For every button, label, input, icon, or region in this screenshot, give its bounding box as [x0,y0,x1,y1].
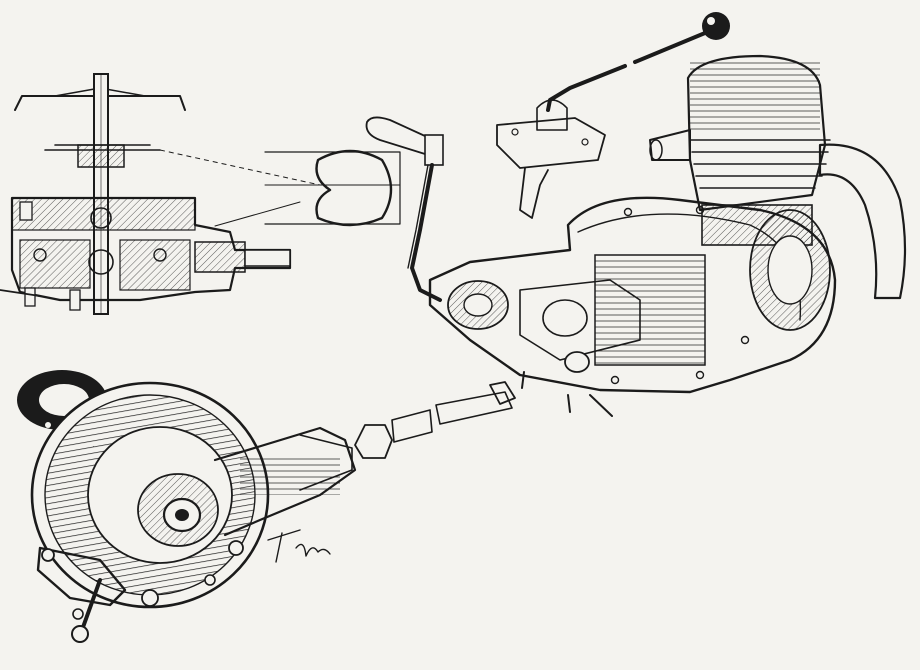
crankcase-gearbox [428,196,837,417]
gear-lever [496,12,730,219]
drive-shaft [354,381,516,459]
shaft-section-view [0,73,321,315]
rear-hub-final-drive [17,370,357,643]
artist-signature [267,529,331,563]
clamp-detail [264,149,401,227]
exhaust-pipe [818,143,907,300]
kickstart-lever [365,116,444,302]
